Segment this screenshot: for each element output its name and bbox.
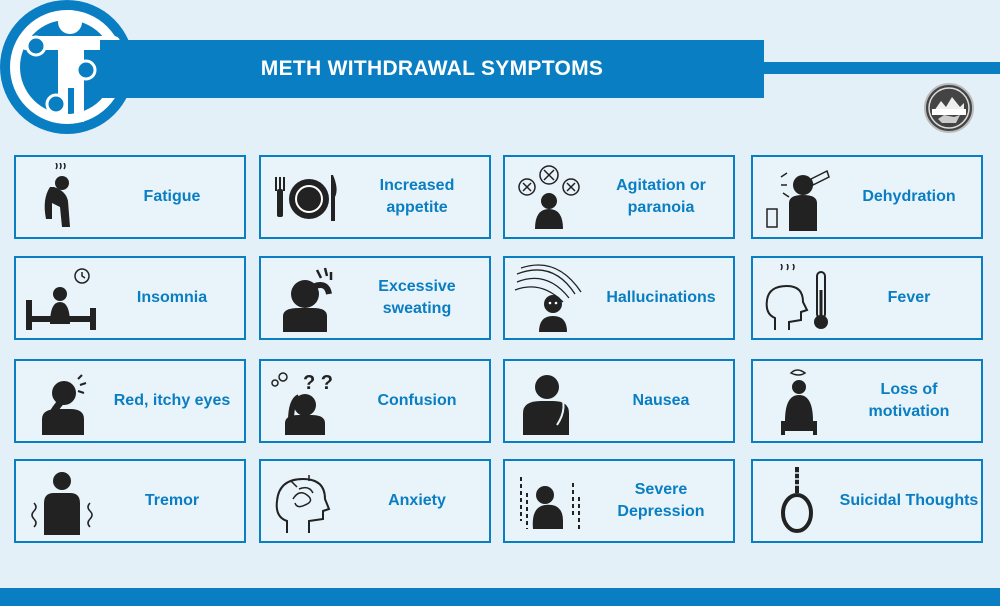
- nausea-icon: [513, 367, 585, 437]
- symptom-card-fatigue: Fatigue: [14, 155, 246, 239]
- symptom-card-red-itchy-eyes: Red, itchy eyes: [14, 359, 246, 443]
- tremor-icon: [24, 467, 96, 537]
- symptom-card-agitation: Agitation or paranoia: [503, 155, 735, 239]
- depression-icon: [513, 467, 585, 535]
- insomnia-icon: [24, 264, 96, 332]
- symptom-label: Anxiety: [388, 492, 446, 509]
- fever-thermometer-icon: [761, 263, 833, 332]
- symptom-card-anxiety: Anxiety: [259, 459, 491, 543]
- symptom-label: Suicidal Thoughts: [839, 492, 979, 509]
- anxiety-head-icon: [269, 467, 341, 535]
- symptom-label: Loss of motivation: [868, 381, 950, 420]
- symptom-card-severe-depression: Severe Depression: [503, 459, 735, 543]
- symptom-card-increased-appetite: Increased appetite: [259, 155, 491, 239]
- banner-stripe: [764, 62, 1000, 74]
- dehydration-icon: [761, 163, 833, 233]
- symptom-label: Nausea: [632, 392, 690, 409]
- svg-text:? ?: ? ?: [303, 372, 333, 394]
- plate-utensils-icon: [269, 163, 341, 231]
- symptom-card-insomnia: Insomnia: [14, 256, 246, 340]
- itchy-eyes-icon: [24, 367, 96, 437]
- symptom-label: Confusion: [377, 392, 457, 409]
- symptom-label: Agitation or paranoia: [616, 177, 706, 216]
- symptom-card-nausea: Nausea: [503, 359, 735, 443]
- symptom-card-fever: Fever: [751, 256, 983, 340]
- title-banner: [100, 40, 764, 98]
- page-title: METH WITHDRAWAL SYMPTOMS: [260, 57, 604, 80]
- confusion-icon: ? ?: [269, 367, 341, 437]
- symptom-card-sweating: Excessive sweating: [259, 256, 491, 340]
- symptom-card-hallucinations: Hallucinations: [503, 256, 735, 340]
- loss-motivation-icon: [761, 367, 833, 435]
- recovery-badge-logo: [924, 83, 974, 133]
- symptom-card-tremor: Tremor: [14, 459, 246, 543]
- symptom-card-confusion: ? ? Confusion: [259, 359, 491, 443]
- noose-icon: [761, 467, 833, 535]
- footer-bar: [0, 588, 1000, 606]
- symptom-label: Red, itchy eyes: [113, 392, 231, 409]
- symptom-label: Fatigue: [143, 188, 201, 205]
- symptom-label: Fever: [887, 289, 931, 306]
- hallucination-icon: [513, 264, 585, 332]
- symptom-label: Insomnia: [136, 289, 208, 306]
- symptom-card-suicidal-thoughts: Suicidal Thoughts: [751, 459, 983, 543]
- sweating-icon: [269, 264, 341, 334]
- symptom-card-dehydration: Dehydration: [751, 155, 983, 239]
- fatigue-icon: [24, 162, 96, 231]
- symptom-label: Excessive sweating: [378, 278, 456, 317]
- symptom-card-loss-of-motivation: Loss of motivation: [751, 359, 983, 443]
- symptom-label: Tremor: [144, 492, 200, 509]
- symptom-label: Increased appetite: [379, 177, 455, 216]
- symptom-label: Severe Depression: [617, 481, 705, 520]
- symptom-label: Hallucinations: [606, 289, 716, 306]
- symptom-label: Dehydration: [862, 188, 956, 205]
- agitation-icon: [513, 163, 585, 231]
